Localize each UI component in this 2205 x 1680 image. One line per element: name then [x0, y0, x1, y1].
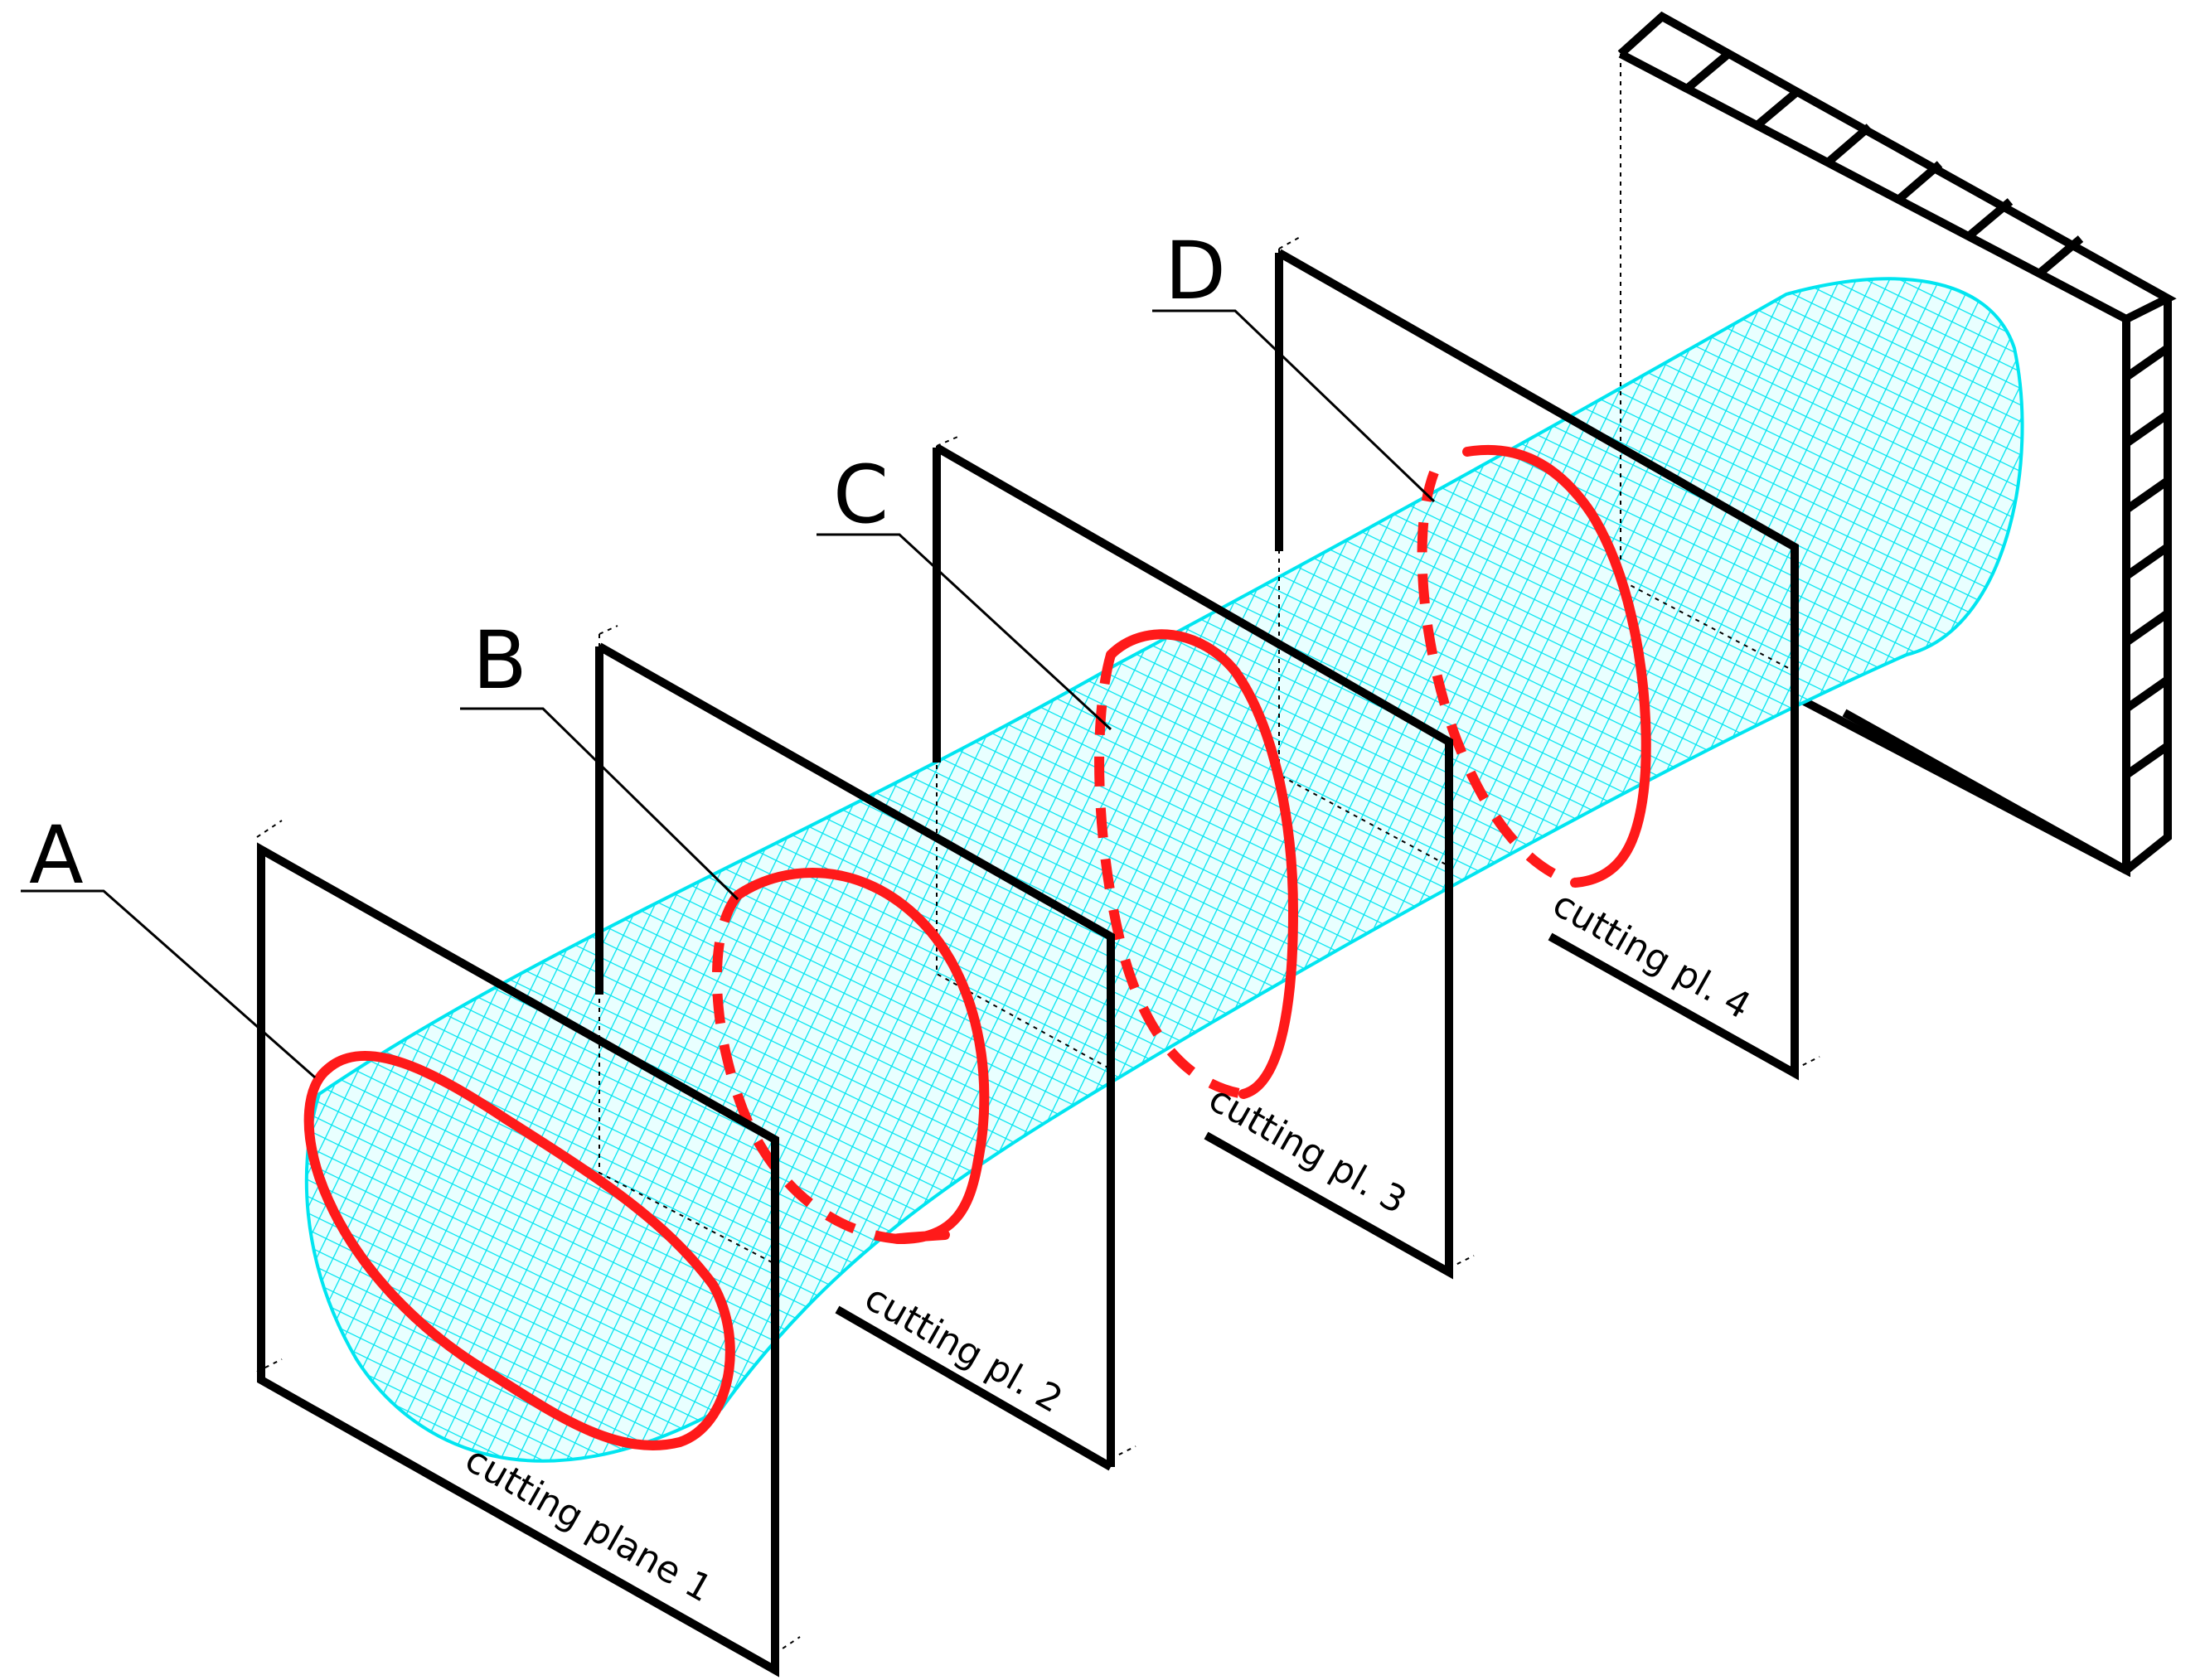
beam-mesh	[304, 277, 2024, 1463]
section-d-front	[1462, 444, 1651, 888]
wall-support	[1617, 11, 2177, 878]
label-a: A	[29, 809, 84, 902]
section-b-back	[711, 892, 900, 1244]
cutting-plane-3	[933, 443, 1453, 1280]
leader-lines	[21, 309, 1436, 1079]
cutting-plane-1	[257, 842, 779, 1678]
wall-hatching	[1684, 51, 2170, 779]
label-c: C	[833, 448, 889, 541]
label-d: D	[1165, 225, 1226, 317]
section-d-back	[1417, 470, 1577, 888]
label-b: B	[472, 614, 527, 707]
wall-base-edge	[1842, 709, 2129, 874]
cutting-plane-4	[1275, 249, 1799, 1081]
caption-cutting-plane-2: cutting pl. 2	[858, 1276, 1070, 1421]
cutting-plane-2	[595, 642, 1115, 1471]
section-c-front	[1106, 629, 1299, 1099]
caption-cutting-plane-1: cutting plane 1	[458, 1438, 720, 1610]
section-a	[303, 1050, 735, 1450]
